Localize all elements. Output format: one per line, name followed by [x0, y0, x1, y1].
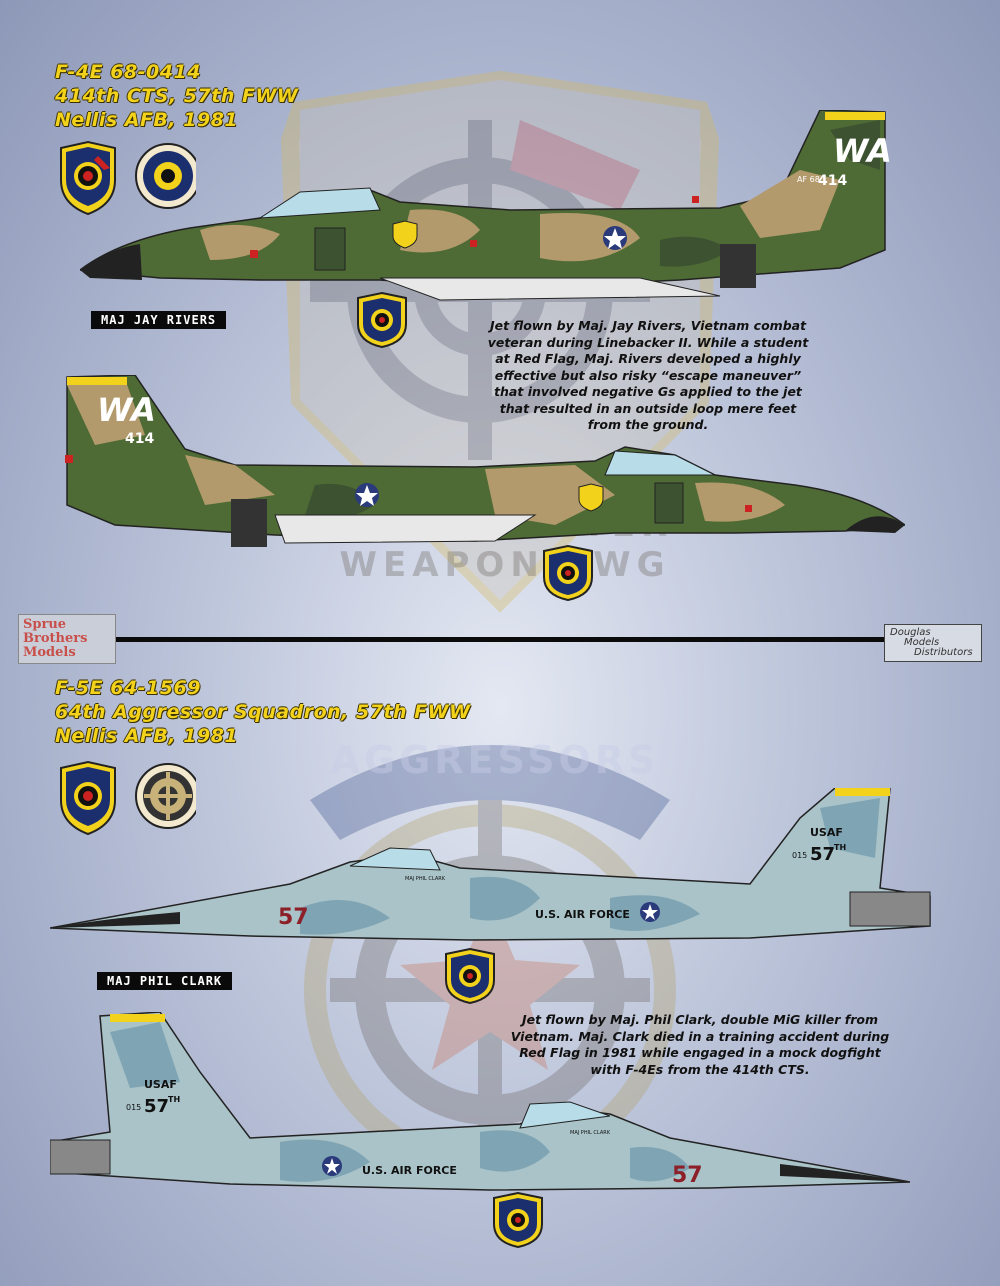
f5-heading-line-1: F-5E 64-1569: [55, 677, 201, 699]
f4-unit-badges: [60, 140, 196, 216]
f5-heading: F-5E 64-1569 64th Aggressor Squadron, 57…: [55, 676, 471, 748]
f5-unit-badges: [60, 760, 196, 836]
f5-canopy-name-right: MAJ PHIL CLARK: [570, 1130, 611, 1136]
f4-pilot-tag: MAJ JAY RIVERS: [91, 311, 227, 329]
f5-story: Jet flown by Maj. Phil Clark, double MiG…: [470, 1012, 930, 1078]
f5-fuselage-text: U.S. AIR FORCE: [535, 908, 630, 921]
logo-left-line-1: Sprue: [23, 617, 67, 632]
57th-fww-shield-icon: [60, 760, 116, 836]
64th-aggressor-patch-icon: [135, 763, 196, 829]
f4-story-line-1: Jet flown by Maj. Jay Rivers, Vietnam co…: [489, 318, 807, 333]
f4-story: Jet flown by Maj. Jay Rivers, Vietnam co…: [448, 318, 848, 434]
f4-heading-line-3: Nellis AFB, 1981: [55, 109, 239, 131]
f5-tail-serial: 015: [792, 851, 807, 860]
watermark-mid-arc: AGGRESSORS: [330, 738, 660, 782]
f5-story-line-3: Red Flag in 1981 while engaged in a mock…: [519, 1045, 881, 1060]
57th-fww-shield-icon: [445, 948, 495, 1004]
section-divider: [18, 637, 982, 642]
f4-story-line-4: effective but also risky “escape maneuve…: [494, 367, 802, 383]
logo-right-line-3: Distributors: [914, 647, 973, 658]
f5-pilot-tag: MAJ PHIL CLARK: [97, 972, 233, 990]
f5-tail-sq: 57: [810, 844, 835, 865]
f4-tail-code: WA: [833, 132, 892, 170]
f5-nose-number-right: 57: [672, 1163, 703, 1188]
logo-right-line-2: Models: [904, 637, 940, 648]
57th-fww-shield-icon: [493, 1192, 543, 1248]
f4-profile-left: WA AF 68 414: [80, 110, 892, 301]
f4-tail-code-right: WA: [97, 391, 156, 429]
f5-profile-left: 57 U.S. AIR FORCE USAF 015 57 TH MAJ PHI…: [50, 788, 931, 941]
f5-story-line-1: Jet flown by Maj. Phil Clark, double MiG…: [521, 1012, 879, 1027]
f4-story-line-3: at Red Flag, Maj. Rivers developed a hig…: [495, 351, 801, 366]
f4-heading-line-2: 414th CTS, 57th FWW: [55, 85, 299, 107]
f5-heading-line-2: 64th Aggressor Squadron, 57th FWW: [55, 701, 471, 723]
f5-heading-line-3: Nellis AFB, 1981: [55, 725, 239, 747]
f5-fuselage-text-right: U.S. AIR FORCE: [362, 1164, 457, 1177]
f5-canopy-name: MAJ PHIL CLARK: [405, 876, 446, 882]
f4-heading: F-4E 68-0414 414th CTS, 57th FWW Nellis …: [55, 60, 298, 132]
f5-tail-sq-right: 57: [144, 1096, 169, 1117]
f5-profile-right: 57 U.S. AIR FORCE USAF 015 57 TH MAJ PHI…: [50, 1012, 910, 1191]
douglas-models-logo: Douglas Models Distributors: [884, 624, 982, 662]
f5-nose-number: 57: [278, 905, 309, 930]
f4-story-line-7: from the ground.: [587, 417, 709, 432]
f5-tail-sq-sup-right: TH: [168, 1095, 180, 1104]
57th-fww-shield-icon: [357, 292, 407, 348]
57th-fww-shield-icon: [543, 545, 593, 601]
logo-left-line-3: Models: [23, 645, 76, 660]
f4-story-line-5: that involved negative Gs applied to the…: [494, 384, 802, 399]
logo-right-line-1: Douglas: [890, 627, 931, 638]
f5-tail-usaf: USAF: [810, 826, 843, 839]
f5-tail-serial-right: 015: [126, 1103, 141, 1112]
logo-left-line-2: Brothers: [23, 631, 88, 646]
57th-fww-shield-icon: [60, 140, 116, 216]
f5-story-line-4: with F-4Es from the 414th CTS.: [590, 1061, 810, 1077]
f5-tail-sq-sup: TH: [834, 843, 846, 852]
f4-story-line-6: that resulted in an outside loop mere fe…: [499, 400, 797, 416]
sprue-brothers-logo: Sprue Brothers Models: [18, 614, 116, 664]
f4-tail-serial-small: AF 68: [797, 175, 820, 184]
f4-heading-line-1: F-4E 68-0414: [55, 61, 201, 83]
f4-story-line-2: veteran during Linebacker II. While a st…: [487, 334, 809, 350]
f4-tail-number-right: 414: [125, 431, 154, 447]
414th-cts-patch-icon: [135, 143, 196, 209]
f5-story-line-2: Vietnam. Maj. Clark died in a training a…: [510, 1028, 890, 1044]
f4-tail-number: 414: [818, 173, 847, 189]
f5-tail-usaf-right: USAF: [144, 1078, 177, 1091]
f4-profile-right: WA 414: [65, 375, 905, 547]
